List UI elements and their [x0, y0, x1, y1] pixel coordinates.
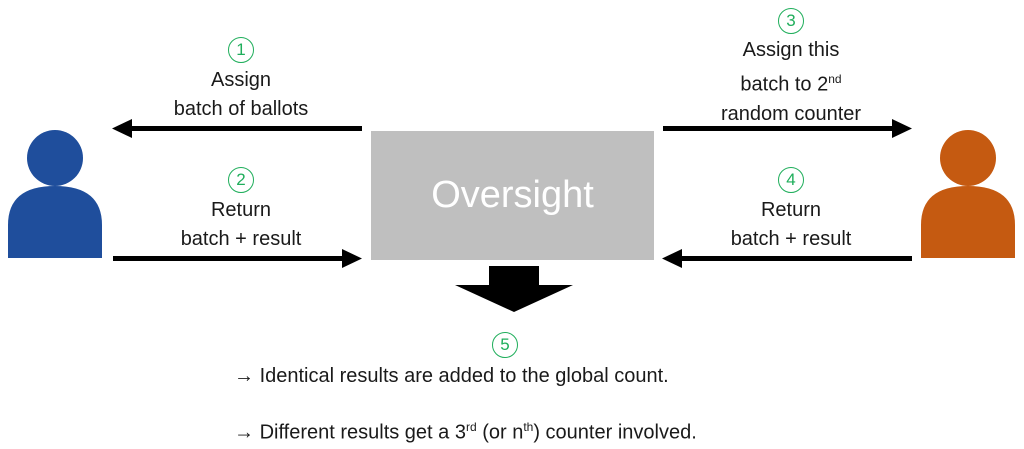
outcome-different: → Different results get a 3rd (or nth) c… [234, 420, 697, 445]
outcome-different-prefix: Different results get a 3 [259, 421, 466, 444]
step-2-text: Return batch + result [140, 196, 342, 254]
arrow-down-result [455, 266, 573, 312]
step-3-text: Assign this batch to 2nd random counter [690, 36, 892, 129]
outcome-identical-text: Identical results are added to the globa… [259, 365, 669, 387]
step-4-number: 4 [778, 167, 804, 193]
outcome-different-mid: (or n [476, 421, 524, 444]
step-4-line-2: batch + result [730, 228, 852, 250]
right-counter-person-icon [921, 130, 1015, 258]
step-3-line-2-main: batch to 2 [740, 73, 829, 96]
step-2-number: 2 [228, 167, 254, 193]
step-2-line-2: batch + result [180, 228, 302, 250]
step-1-text: Assign batch of ballots [140, 66, 342, 124]
step-3-ordinal-suffix: nd [828, 72, 842, 86]
ordinal-rd: rd [465, 420, 477, 434]
arrow-return-from-right [662, 249, 912, 268]
step-1-line-2: batch of ballots [173, 98, 309, 120]
step-3-line-1: Assign this [742, 39, 840, 61]
left-counter-person-icon [8, 130, 102, 258]
outcome-arrow-icon: → [234, 365, 254, 387]
step-4-line-1: Return [760, 199, 822, 221]
ordinal-th: th [523, 420, 534, 434]
oversight-box: Oversight [371, 131, 654, 260]
outcome-identical: → Identical results are added to the glo… [234, 365, 669, 388]
step-1-number: 1 [228, 37, 254, 63]
step-2-line-1: Return [210, 199, 272, 221]
arrow-assign-to-left [112, 119, 362, 138]
oversight-label: Oversight [431, 174, 594, 216]
arrow-return-from-left [113, 249, 362, 268]
step-3-line-2: batch to 2nd [690, 65, 892, 100]
step-5-number: 5 [492, 332, 518, 358]
outcome-arrow-icon-2: → [234, 421, 254, 444]
arrow-assign-to-right [663, 119, 912, 138]
step-3-number: 3 [778, 8, 804, 34]
step-3-line-3: random counter [720, 102, 862, 125]
step-4-text: Return batch + result [690, 196, 892, 254]
outcome-different-suffix: ) counter involved. [533, 421, 697, 444]
step-1-line-1: Assign [210, 69, 272, 91]
